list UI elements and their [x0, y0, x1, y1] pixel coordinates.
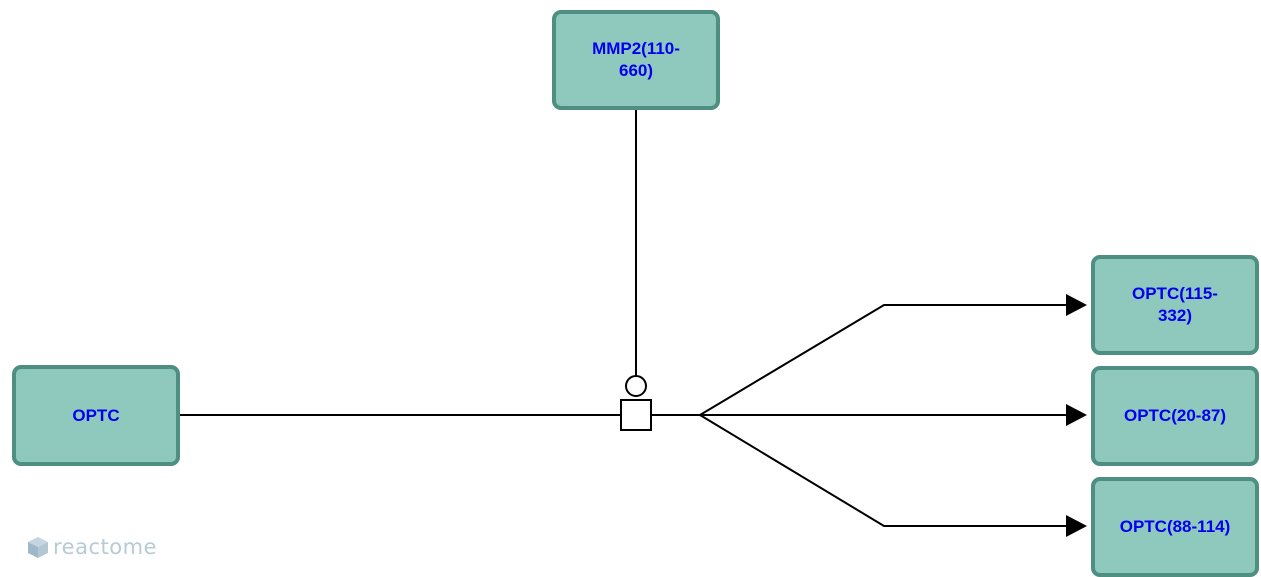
arrowhead-p3	[1066, 515, 1087, 537]
output-edge-p3	[699, 414, 1066, 527]
entity-optc-20-87[interactable]: OPTC(20-87)	[1091, 366, 1259, 466]
entity-optc-88-114[interactable]: OPTC(88-114)	[1091, 477, 1259, 577]
reactome-logo-text: reactome	[53, 535, 157, 559]
entity-optc[interactable]: OPTC	[12, 365, 180, 466]
reaction-node[interactable]	[620, 399, 652, 431]
output-edge-p1	[699, 304, 1066, 416]
reactome-logo: reactome	[26, 532, 157, 562]
entity-mmp2[interactable]: MMP2(110- 660)	[552, 10, 720, 110]
reactome-logo-icon	[28, 537, 48, 558]
arrowhead-p1	[1066, 294, 1087, 316]
arrowhead-p2	[1066, 404, 1087, 426]
entity-optc-115-332[interactable]: OPTC(115- 332)	[1091, 255, 1259, 355]
catalysis-marker	[625, 375, 647, 397]
